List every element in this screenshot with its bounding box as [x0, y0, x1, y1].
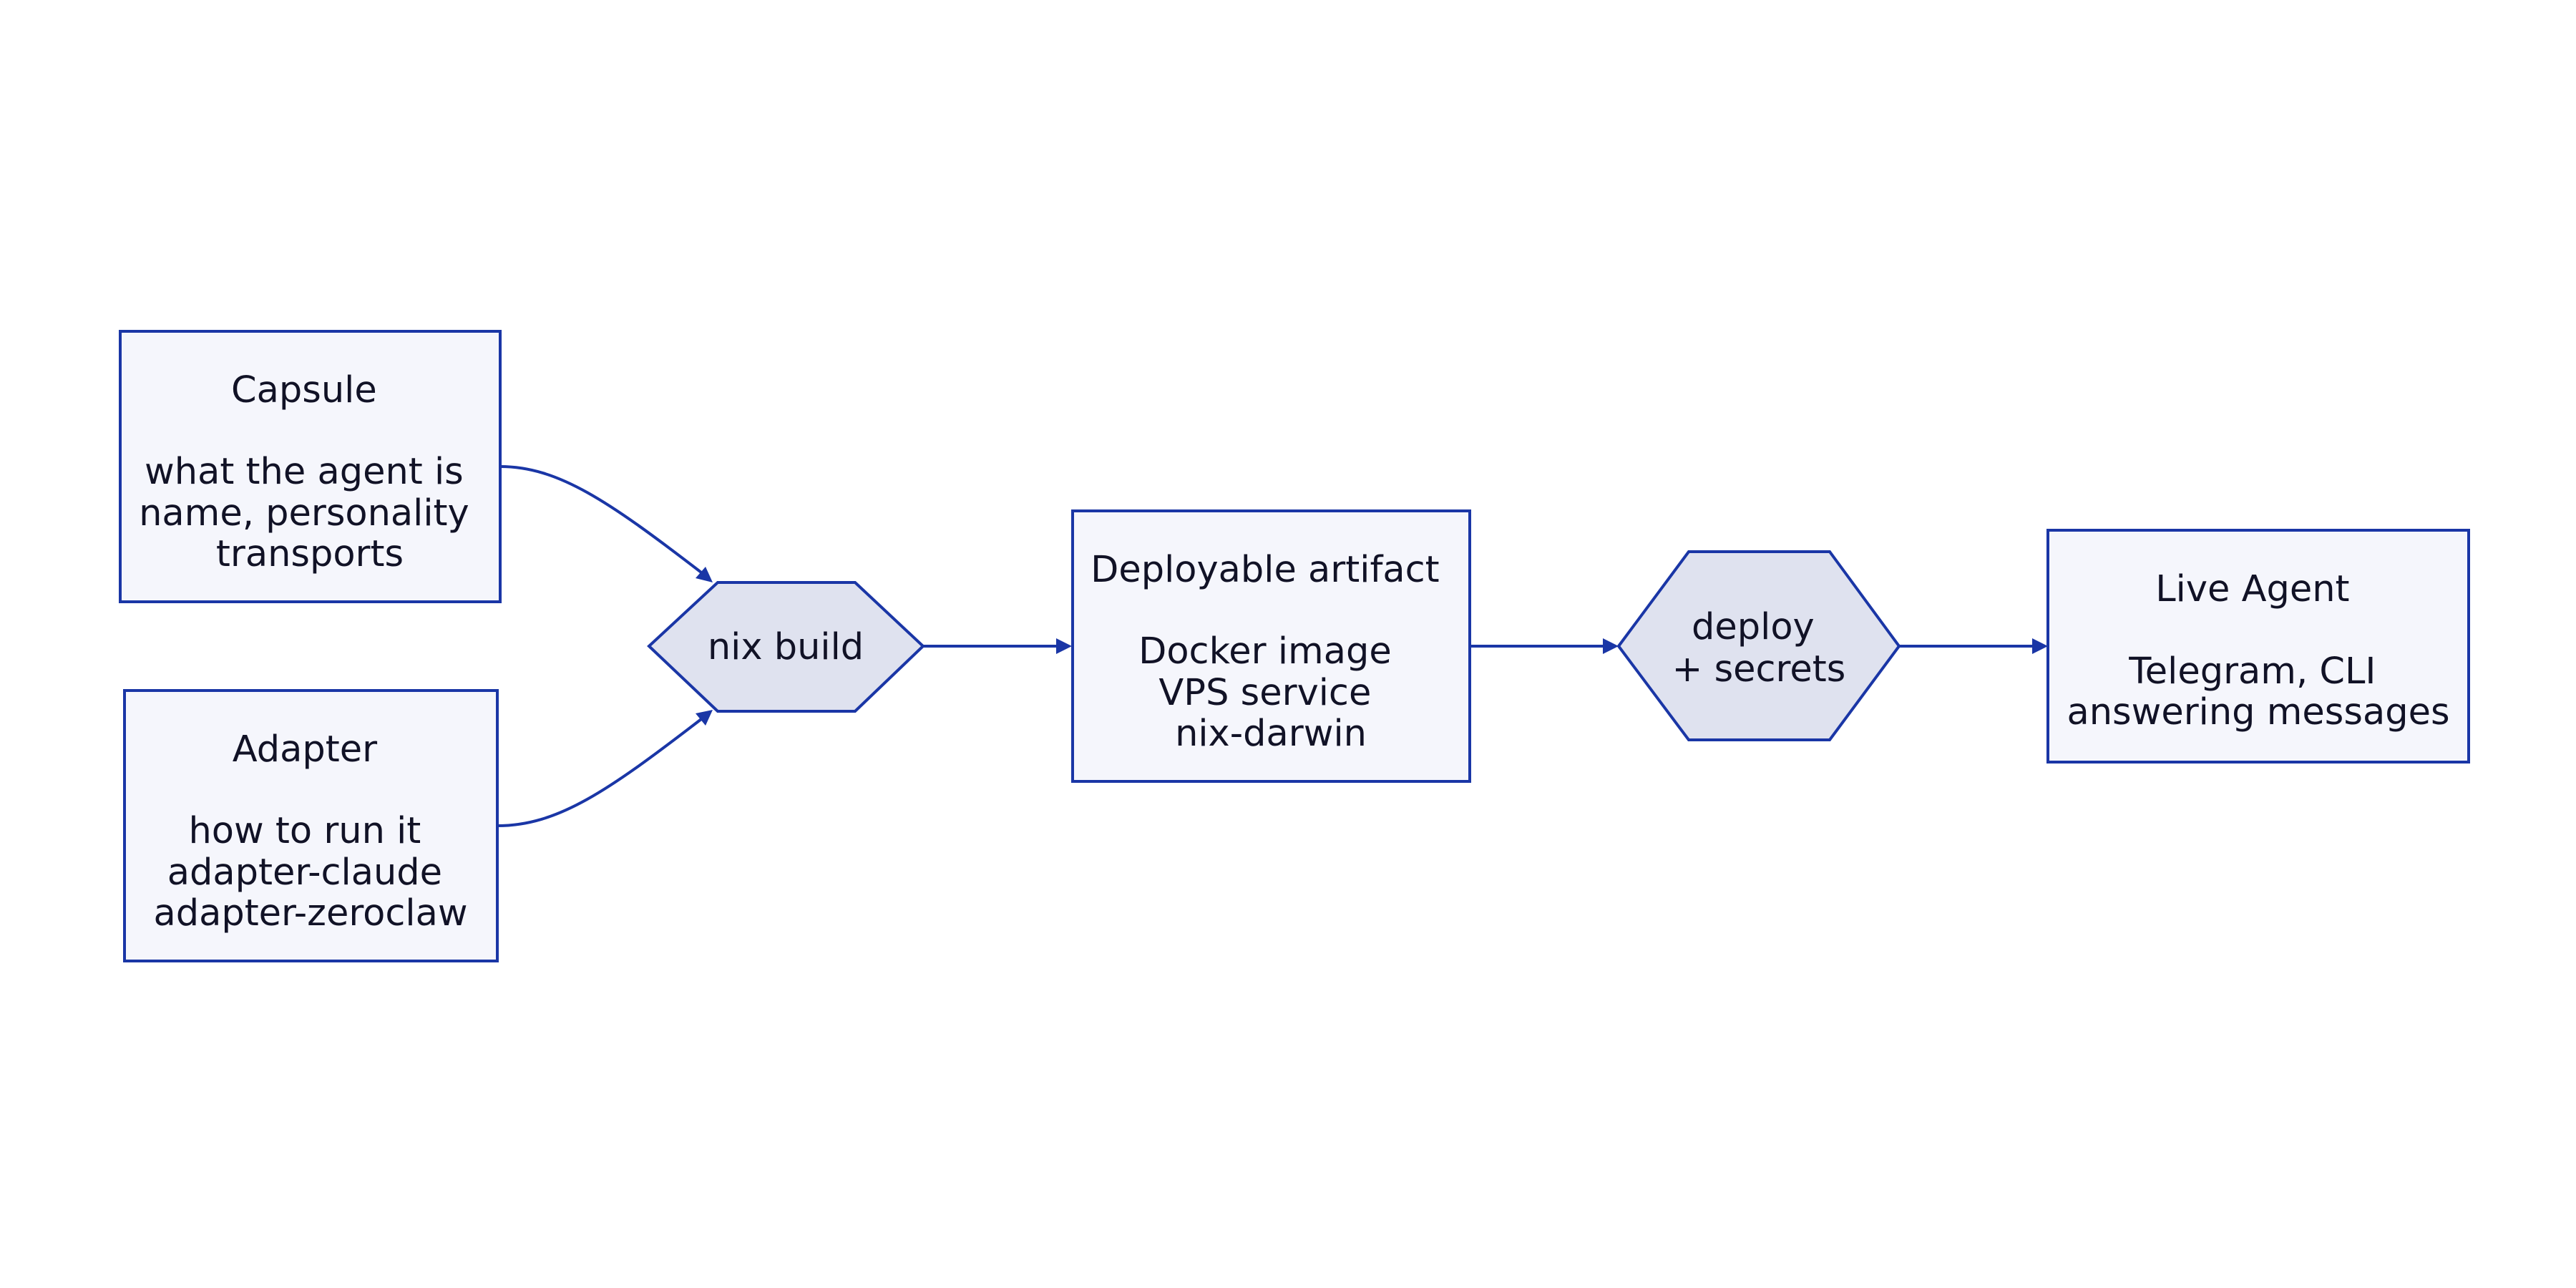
node-deployable-artifact[interactable]: Deployable artifact Docker image VPS ser… — [1071, 509, 1471, 783]
capsule-text: Capsule what the agent is name, personal… — [139, 369, 481, 575]
node-line: nix build — [708, 626, 864, 668]
node-line: VPS service — [1158, 672, 1371, 714]
deploy-text: deploy + secrets — [1672, 606, 1846, 691]
node-title: Deployable artifact — [1091, 549, 1440, 591]
node-line: deploy — [1692, 606, 1815, 648]
arrowhead-icon — [696, 567, 713, 582]
node-capsule[interactable]: Capsule what the agent is name, personal… — [119, 330, 502, 603]
node-line: adapter-zeroclaw — [153, 892, 467, 935]
node-line: how to run it — [188, 810, 421, 852]
node-title: Capsule — [231, 369, 377, 411]
node-title: Adapter — [233, 728, 377, 771]
node-adapter[interactable]: Adapter how to run it adapter-claude ada… — [123, 689, 499, 962]
node-line: transports — [216, 533, 404, 575]
node-deploy-secrets[interactable]: deploy + secrets — [1616, 550, 1901, 741]
node-nix-build[interactable]: nix build — [647, 581, 925, 713]
arrowhead-icon — [696, 710, 713, 726]
node-line: + secrets — [1672, 648, 1846, 691]
node-line: adapter-claude — [167, 852, 442, 894]
node-line: Docker image — [1138, 630, 1392, 673]
node-line: nix-darwin — [1175, 713, 1367, 755]
node-line: what the agent is — [145, 451, 464, 493]
node-line: Telegram, CLI — [2128, 650, 2376, 693]
node-line: name, personality — [139, 492, 469, 535]
live-agent-text: Live Agent Telegram, CLI answering messa… — [2067, 568, 2449, 733]
arrowhead-icon — [2032, 638, 2048, 654]
arrowhead-icon — [1056, 638, 1072, 654]
node-line: answering messages — [2067, 691, 2449, 733]
edge-capsule-to-nix-build — [499, 465, 703, 574]
edge-adapter-to-nix-build — [497, 718, 703, 827]
edges — [497, 465, 2048, 827]
artifact-text: Deployable artifact Docker image VPS ser… — [1091, 549, 1451, 755]
nix-build-text: nix build — [708, 626, 864, 668]
node-live-agent[interactable]: Live Agent Telegram, CLI answering messa… — [2046, 529, 2470, 763]
node-title: Live Agent — [2155, 568, 2349, 610]
adapter-text: Adapter how to run it adapter-claude ada… — [153, 728, 467, 935]
arrowhead-icon — [1603, 638, 1619, 654]
